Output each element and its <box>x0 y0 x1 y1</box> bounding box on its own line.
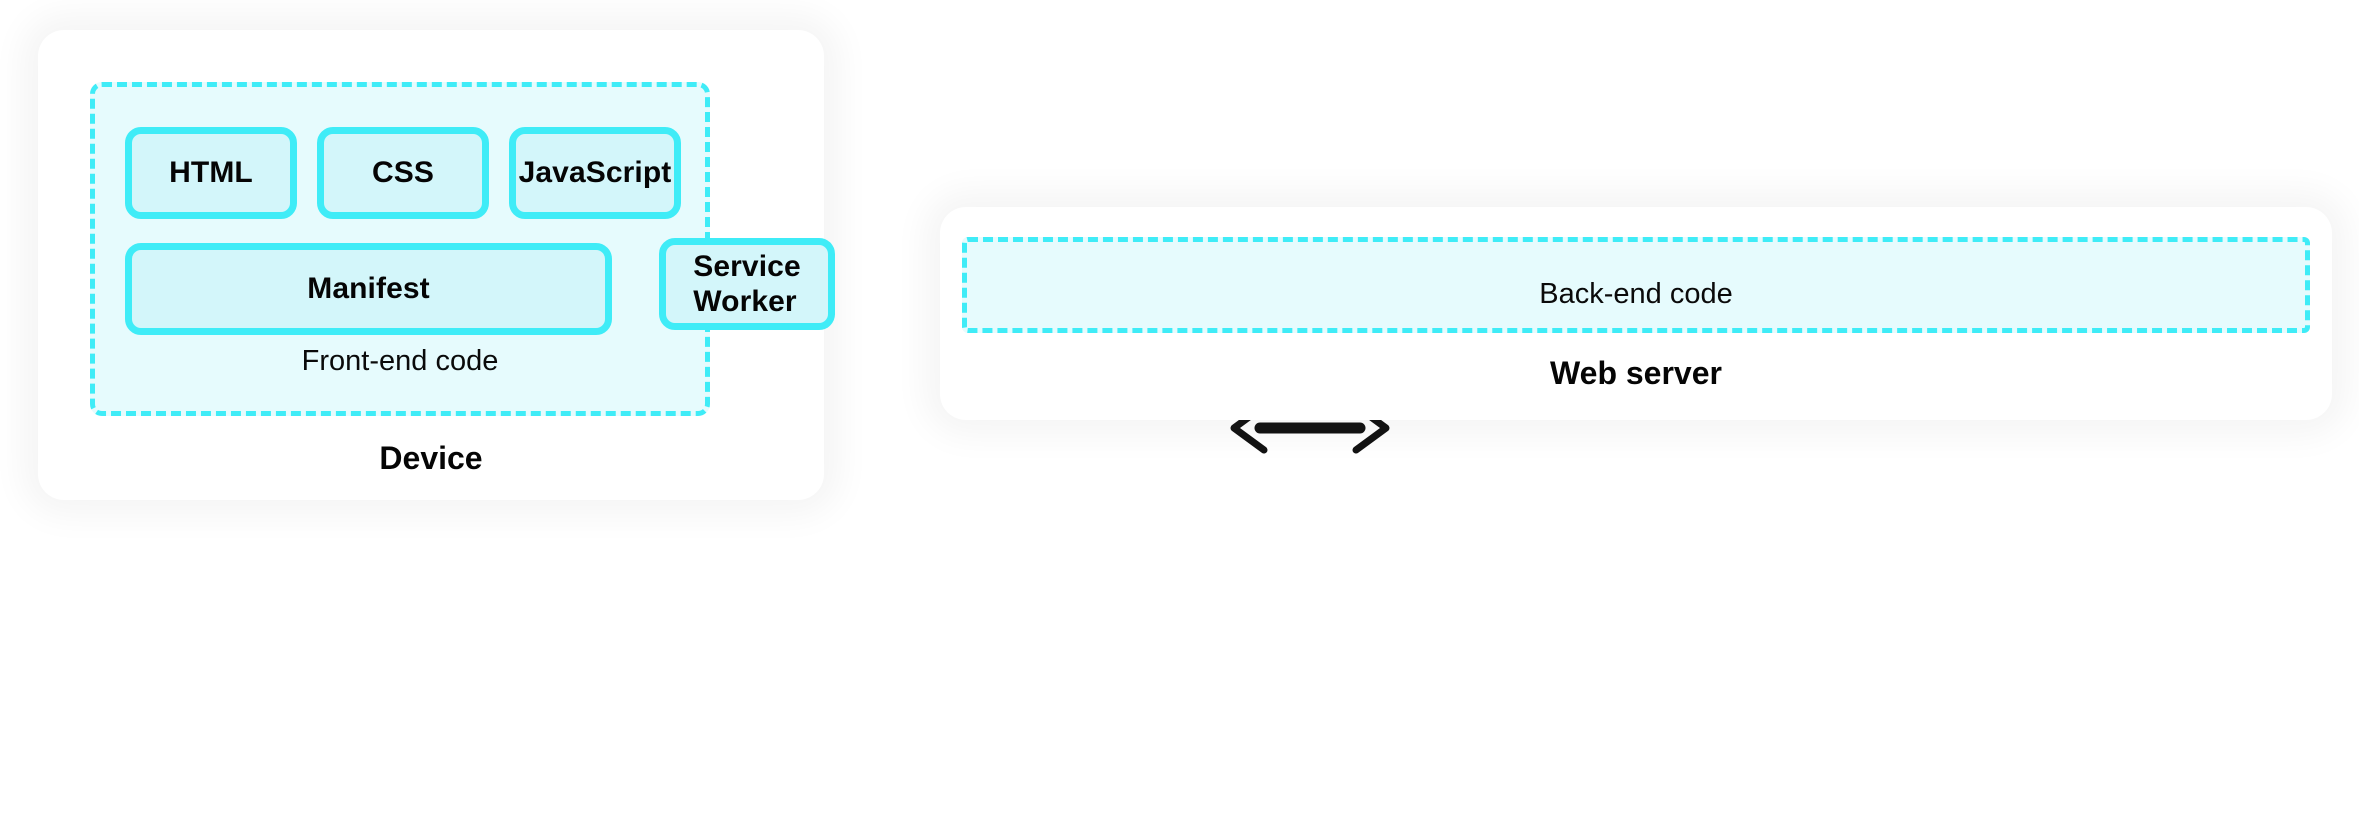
device-caption: Device <box>379 440 483 476</box>
device-card: HTML CSS JavaScript Manifest Front-end c… <box>38 30 835 500</box>
back-end-code-caption: Back-end code <box>1539 278 1733 310</box>
service-worker-label-line1: Service <box>693 249 801 283</box>
service-worker-label-line2: Worker <box>693 285 797 318</box>
front-end-box-manifest-label: Manifest <box>307 272 430 306</box>
front-end-box-html-label: HTML <box>169 156 253 190</box>
web-server-caption: Web server <box>1550 355 1722 391</box>
front-end-box-css[interactable]: CSS <box>317 127 489 219</box>
front-end-box-html[interactable]: HTML <box>125 127 297 219</box>
back-end-code-region: Back-end code <box>962 237 2310 333</box>
service-worker-box-label: Service Worker <box>693 249 800 320</box>
service-worker-box[interactable]: Service Worker <box>659 238 835 330</box>
web-server-card: Back-end code Web server <box>940 207 2332 420</box>
front-end-box-manifest[interactable]: Manifest <box>125 243 612 335</box>
front-end-box-css-label: CSS <box>372 156 434 190</box>
front-end-code-caption: Front-end code <box>301 345 499 377</box>
front-end-box-javascript[interactable]: JavaScript <box>509 127 681 219</box>
front-end-box-javascript-label: JavaScript <box>518 156 672 190</box>
front-end-code-region: HTML CSS JavaScript Manifest Front-end c… <box>90 82 710 416</box>
